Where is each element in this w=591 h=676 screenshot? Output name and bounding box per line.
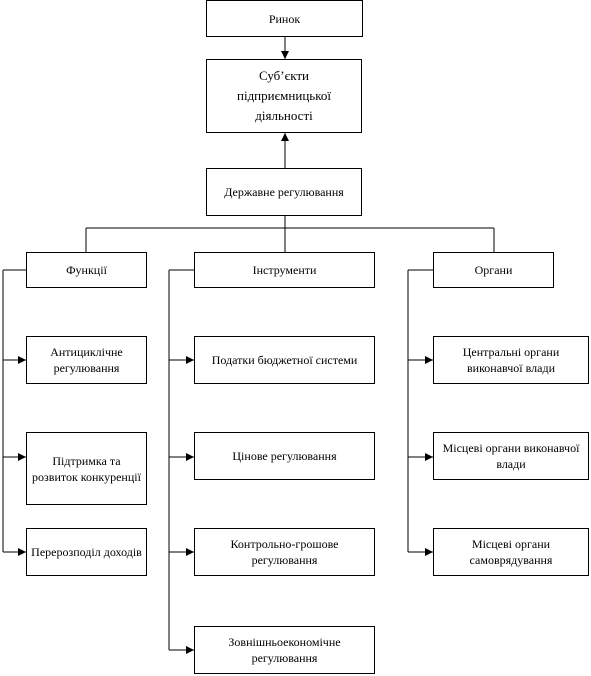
functions-item: Перерозподіл доходів: [26, 528, 147, 576]
state-regulation-box: Державне регулювання: [206, 168, 362, 216]
market-box: Ринок: [206, 0, 363, 37]
organs-item: Центральні органи виконавчої влади: [433, 336, 589, 384]
instruments-item: Цінове регулювання: [194, 432, 375, 480]
instruments-item-label: Податки бюджетної системи: [211, 353, 358, 367]
functions-box: Функції: [26, 252, 147, 288]
functions-item-label: Антициклічне регулювання: [50, 345, 123, 375]
organs-title: Органи: [474, 263, 513, 277]
instruments-item-label: Контрольно-грошове регулювання: [230, 537, 339, 567]
instruments-item: Зовнішньоекономічне регулювання: [194, 626, 375, 674]
functions-title: Функції: [66, 263, 107, 277]
instruments-title: Інструменти: [252, 263, 317, 277]
instruments-item: Податки бюджетної системи: [194, 336, 375, 384]
functions-item-label: Підтримка та розвиток конкуренції: [32, 453, 141, 484]
functions-item: Антициклічне регулювання: [26, 336, 147, 384]
organs-item-label: Центральні органи виконавчої влади: [462, 345, 560, 375]
functions-item-label: Перерозподіл доходів: [31, 545, 142, 559]
instruments-item: Контрольно-грошове регулювання: [194, 528, 375, 576]
organs-item-label: Місцеві органи виконавчої влади: [442, 441, 580, 471]
instruments-item-label: Цінове регулювання: [232, 449, 337, 463]
market-label: Ринок: [268, 11, 301, 26]
organs-item: Місцеві органи самоврядування: [433, 528, 589, 576]
instruments-item-label: Зовнішньоекономічне регулювання: [228, 635, 341, 665]
instruments-box: Інструменти: [194, 252, 375, 288]
functions-item: Підтримка та розвиток конкуренції: [26, 432, 147, 505]
organs-box: Органи: [433, 252, 554, 288]
organs-item: Місцеві органи виконавчої влади: [433, 432, 589, 480]
subjects-label: Суб’єкти підприємницької діяльності: [237, 68, 331, 123]
subjects-box: Суб’єкти підприємницької діяльності: [206, 59, 362, 133]
state-regulation-label: Державне регулювання: [224, 185, 344, 199]
organs-item-label: Місцеві органи самоврядування: [469, 537, 553, 567]
